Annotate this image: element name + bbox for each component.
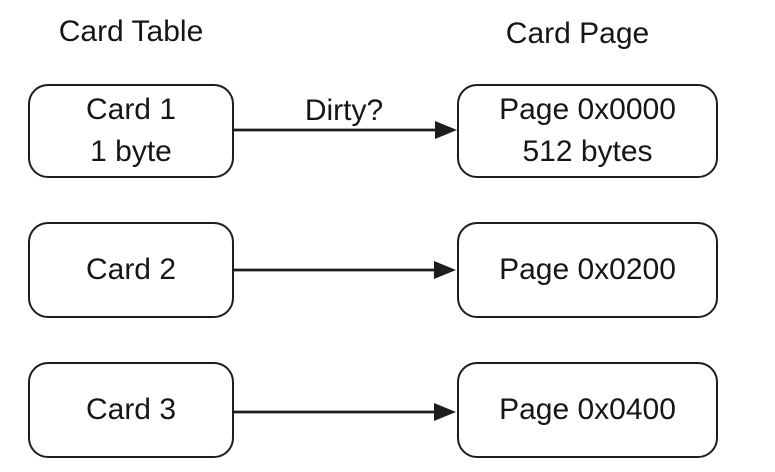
node-card-1: Card 1 1 byte xyxy=(28,84,234,178)
card-table-header: Card Table xyxy=(58,15,204,48)
card-1-size: 1 byte xyxy=(90,135,172,168)
node-page-0x0200: Page 0x0200 xyxy=(457,222,718,318)
node-card-2: Card 2 xyxy=(28,222,234,318)
node-card-3: Card 3 xyxy=(28,362,234,458)
card-3-title: Card 3 xyxy=(85,393,177,426)
page-2-title: Page 0x0200 xyxy=(499,253,676,286)
page-3-title: Page 0x0400 xyxy=(499,393,676,426)
page-1-title: Page 0x0000 xyxy=(499,93,676,126)
dirty-arrow-label: Dirty? xyxy=(304,94,384,127)
page-1-size: 512 bytes xyxy=(522,135,653,168)
card-1-title: Card 1 xyxy=(85,93,177,126)
node-page-0x0000: Page 0x0000 512 bytes xyxy=(457,84,718,178)
arrow-card3-to-page3 xyxy=(233,403,456,421)
card-2-title: Card 2 xyxy=(85,253,177,286)
card-page-header: Card Page xyxy=(505,17,650,50)
node-page-0x0400: Page 0x0400 xyxy=(457,362,718,458)
arrow-card2-to-page2 xyxy=(233,261,456,279)
